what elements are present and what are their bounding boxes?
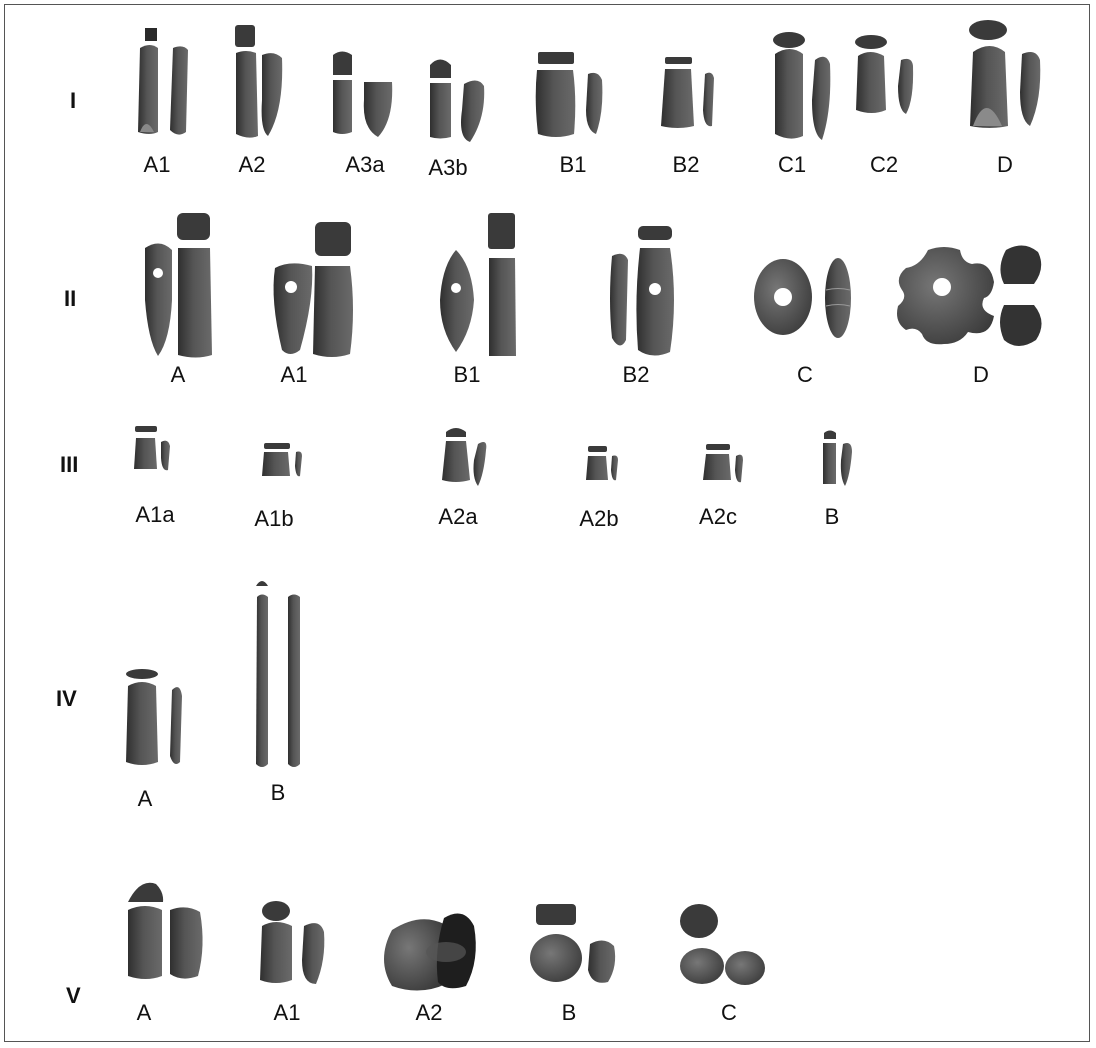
label-IV-B: B [271,780,286,805]
label-III-A1b: A1b [254,506,293,531]
shape-V-A [128,883,203,979]
shape-III-A2b [586,446,618,480]
shape-III-A2c [703,444,743,482]
shape-I-C2 [855,35,913,114]
type-labels: A1 A2 A3a A3b B1 B2 C1 C2 D A A1 B1 B2 C… [135,152,1013,1025]
shape-I-B1 [536,52,603,137]
row-IV-shapes [126,581,300,767]
shape-II-B2 [610,226,674,356]
label-III-A2a: A2a [438,504,478,529]
label-V-C: C [721,1000,737,1025]
shape-I-C1 [773,32,830,140]
label-I-A2: A2 [239,152,266,177]
shape-II-A [145,213,212,358]
label-I-D: D [997,152,1013,177]
shape-V-A2 [384,914,476,991]
shape-I-D [969,20,1040,128]
label-III-A2c: A2c [699,504,737,529]
shape-V-B [530,904,615,983]
row-label-II: II [64,286,76,311]
shape-IV-B [256,581,300,767]
label-III-A2b: A2b [579,506,618,531]
label-I-B2: B2 [673,152,700,177]
shape-III-A1b [262,443,302,476]
label-III-A1a: A1a [135,502,175,527]
label-I-A3b: A3b [428,155,467,180]
shape-III-A1a [134,426,170,470]
label-I-B1: B1 [560,152,587,177]
label-V-A: A [137,1000,152,1025]
label-II-B2: B2 [623,362,650,387]
label-II-D: D [973,362,989,387]
shape-I-A3a [333,52,392,138]
label-II-A1: A1 [281,362,308,387]
shape-II-C [754,258,851,338]
row-I-shapes [138,20,1040,142]
row-label-V: V [66,983,81,1008]
shape-III-B [823,431,852,487]
label-I-C1: C1 [778,152,806,177]
row-label-III: III [60,452,78,477]
shape-II-A1 [274,222,353,357]
shape-II-B1 [440,213,516,356]
shape-V-A1 [260,901,324,984]
row-III-shapes [134,426,852,486]
label-V-A2: A2 [416,1000,443,1025]
label-V-A1: A1 [274,1000,301,1025]
shape-V-C [680,904,765,985]
row-V-shapes [128,883,765,991]
label-I-C2: C2 [870,152,898,177]
label-II-A: A [171,362,186,387]
row-label-I: I [70,88,76,113]
shape-I-A2 [235,25,282,138]
shape-II-D [897,245,1042,346]
shape-I-A1 [138,28,188,135]
shape-IV-A [126,669,182,765]
shape-III-A2a [442,428,486,486]
label-II-B1: B1 [454,362,481,387]
row-label-IV: IV [56,686,77,711]
label-IV-A: A [138,786,153,811]
label-III-B: B [825,504,840,529]
label-I-A1: A1 [144,152,171,177]
label-II-C: C [797,362,813,387]
shape-I-A3b [430,60,484,143]
shape-I-B2 [661,57,714,128]
label-V-B: B [562,1000,577,1025]
label-I-A3a: A3a [345,152,385,177]
row-II-shapes [145,213,1042,358]
